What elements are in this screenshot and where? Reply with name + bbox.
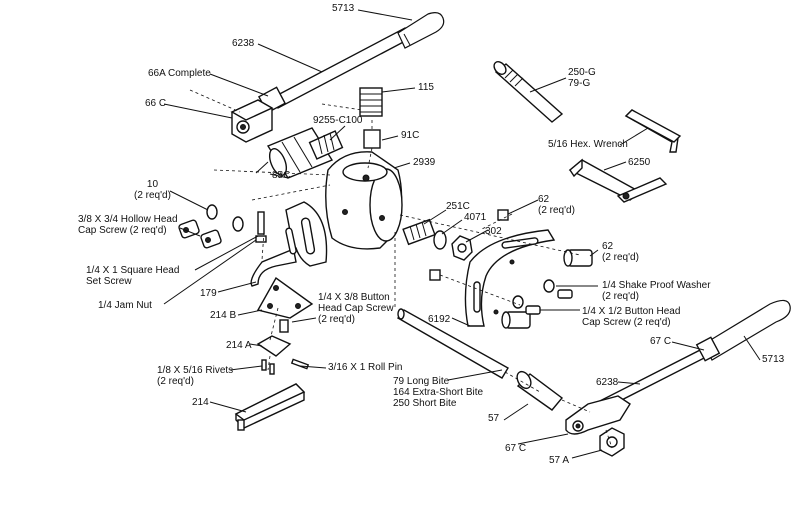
part-214 bbox=[234, 383, 306, 431]
label-roll-pin: 3/16 X 1 Roll Pin bbox=[328, 362, 403, 373]
label-214b: 214 B bbox=[210, 310, 237, 321]
label-57: 57 bbox=[488, 413, 500, 424]
label-hex-wrench: 5/16 Hex. Wrench bbox=[548, 139, 628, 150]
curved-plate bbox=[464, 229, 556, 327]
pin-62-right bbox=[563, 249, 593, 267]
block-91c bbox=[363, 129, 381, 149]
pin-62-lower bbox=[501, 311, 531, 329]
label-6250: 6250 bbox=[628, 157, 651, 168]
label-6238-top: 6238 bbox=[232, 38, 255, 49]
label-302: 302 bbox=[485, 226, 502, 237]
label-57a: 57 A bbox=[549, 455, 570, 466]
bracket-179 bbox=[250, 201, 328, 287]
label-9255-c100: 9255-C100 bbox=[313, 115, 363, 126]
label-67c-bottom: 67 C bbox=[505, 443, 527, 454]
label-214: 214 bbox=[192, 397, 209, 408]
label-5713-right: 5713 bbox=[762, 354, 785, 365]
label-bites: 79 Long Bite 164 Extra-Short Bite 250 Sh… bbox=[393, 376, 484, 409]
button-screw-38 bbox=[279, 319, 289, 333]
label-5713-top: 5713 bbox=[332, 3, 355, 14]
main-body-2939 bbox=[325, 151, 403, 250]
label-hollow-head-screw: 3/8 X 3/4 Hollow Head Cap Screw (2 req'd… bbox=[78, 214, 178, 236]
button-screw-2 bbox=[525, 305, 541, 315]
label-85c: 85C bbox=[272, 170, 291, 181]
washer-10-b bbox=[232, 216, 244, 232]
nut-302 bbox=[451, 235, 473, 261]
label-115: 115 bbox=[418, 82, 434, 93]
button-screw-1 bbox=[557, 289, 573, 299]
label-rivets: 1/8 X 5/16 Rivets (2 req'd) bbox=[157, 365, 234, 387]
threaded-insert-9255 bbox=[308, 130, 344, 160]
screw-251c bbox=[402, 218, 436, 246]
hex-wrench bbox=[624, 109, 682, 153]
clip-62-mid bbox=[429, 269, 441, 281]
label-251c: 251C bbox=[446, 201, 470, 212]
label-button-head-38: 1/4 X 3/8 Button Head Cap Screw (2 req'd… bbox=[318, 292, 394, 325]
label-jam-nut: 1/4 Jam Nut bbox=[98, 300, 152, 311]
label-214a: 214 A bbox=[226, 340, 252, 351]
set-screw bbox=[257, 211, 265, 235]
label-62-top: 62 (2 req'd) bbox=[538, 194, 575, 216]
label-button-head-12: 1/4 X 1/2 Button Head Cap Screw (2 req'd… bbox=[582, 306, 681, 328]
part-214a bbox=[256, 335, 292, 357]
label-67c-right: 67 C bbox=[650, 336, 672, 347]
top-handle-grip bbox=[397, 12, 445, 49]
top-handle-assembly bbox=[230, 12, 445, 143]
shake-proof-washer bbox=[543, 279, 555, 293]
label-62-right: 62 (2 req'd) bbox=[602, 241, 639, 263]
align-66c bbox=[189, 89, 241, 113]
label-square-head-set-screw: 1/4 X 1 Square Head Set Screw bbox=[86, 265, 180, 287]
bottom-handle-assembly bbox=[565, 299, 791, 457]
leader-lines bbox=[163, 9, 761, 459]
bite-holder-57 bbox=[516, 370, 564, 411]
label-6192: 6192 bbox=[428, 314, 451, 325]
label-6238-bottom: 6238 bbox=[596, 377, 619, 388]
bit-250g bbox=[493, 61, 564, 123]
bottom-handle-grip bbox=[703, 299, 791, 361]
washer-4071 bbox=[433, 230, 447, 250]
label-4071: 4071 bbox=[464, 212, 487, 223]
plate-214b bbox=[256, 276, 314, 319]
washer-10-a bbox=[206, 204, 218, 220]
bite-bar-6192 bbox=[396, 309, 509, 379]
clip-62-top bbox=[497, 209, 509, 221]
part-6250 bbox=[568, 158, 668, 203]
spring-115 bbox=[359, 87, 383, 117]
label-66a-complete: 66A Complete bbox=[148, 68, 211, 79]
roll-pin bbox=[290, 358, 310, 370]
hollow-head-screws bbox=[178, 219, 222, 249]
label-91c: 91C bbox=[401, 130, 420, 141]
label-250g-79g: 250-G 79-G bbox=[568, 67, 596, 89]
label-66c: 66 C bbox=[145, 98, 167, 109]
jam-nut bbox=[255, 235, 267, 243]
label-2939: 2939 bbox=[413, 157, 436, 168]
label-179: 179 bbox=[200, 288, 217, 299]
label-shake-proof-washer: 1/4 Shake Proof Washer (2 req'd) bbox=[602, 280, 711, 302]
label-10: 10 (2 req'd) bbox=[134, 179, 171, 201]
top-handle-rod bbox=[271, 27, 412, 109]
